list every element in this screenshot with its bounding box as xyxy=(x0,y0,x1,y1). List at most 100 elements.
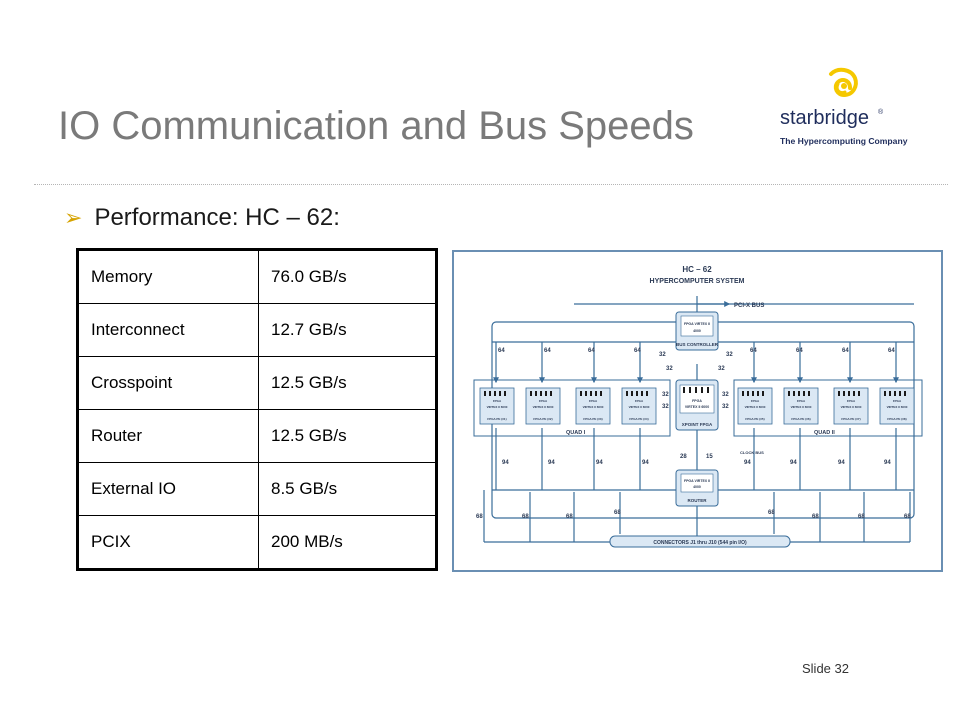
pe-chip-label: FPGA xyxy=(589,399,598,403)
bullet-text: Performance: HC – 62: xyxy=(94,204,340,231)
component-cell: External IO xyxy=(77,462,259,516)
bus-width-32: 32 xyxy=(659,352,666,358)
pe-chip-label: FPGA xyxy=(635,399,644,403)
bus-width-94: 94 xyxy=(548,460,555,466)
pe-label: FPGA PE (#6) xyxy=(791,417,810,421)
pe-label: FPGA PE (#2) xyxy=(533,417,552,421)
diagram-title-line1: HC – 62 xyxy=(682,265,712,274)
pe-chip-sub: VIRTEX II 6000 xyxy=(887,405,908,409)
pe-box xyxy=(621,387,657,425)
pe-label: FPGA PE (#3) xyxy=(583,417,602,421)
slide-title: IO Communication and Bus Speeds xyxy=(58,104,694,148)
logo-wordmark: starbridge xyxy=(780,107,869,129)
pe-label: FPGA PE (#5) xyxy=(745,417,764,421)
pe-chip-sub: VIRTEX II 6000 xyxy=(791,405,812,409)
pe-label: FPGA PE (#7) xyxy=(841,417,860,421)
bus-width-68: 68 xyxy=(566,514,573,520)
component-cell: PCIX xyxy=(77,515,259,570)
speed-cell: 12.7 GB/s xyxy=(258,303,437,357)
clock-bus-label: CLOCK BUS xyxy=(740,450,764,455)
pe-box xyxy=(833,387,869,425)
bus-width-94: 94 xyxy=(596,460,603,466)
slide-number: Slide 32 xyxy=(802,661,849,676)
pe-chip-label: FPGA xyxy=(847,399,856,403)
bullet-performance: ➢ Performance: HC – 62: xyxy=(64,204,340,232)
bus-width-32: 32 xyxy=(722,404,729,410)
swirl-icon xyxy=(829,67,858,98)
quad-1-label: QUAD I xyxy=(566,430,586,436)
bus-width-32: 32 xyxy=(722,392,729,398)
bus-width-32: 32 xyxy=(666,366,673,372)
pe-chip-sub: VIRTEX II 6000 xyxy=(629,405,650,409)
connectors-label: CONNECTORS J1 thru J10 (544 pin I/O) xyxy=(653,540,747,546)
bus-controller-label: BUS CONTROLLER xyxy=(676,342,719,347)
component-cell: Interconnect xyxy=(77,303,259,357)
xpoint-fpga-label: XPOINT FPGA xyxy=(682,422,713,427)
pe-chip-label: FPGA xyxy=(893,399,902,403)
pe-chip-sub: VIRTEX II 6000 xyxy=(583,405,604,409)
pe-chip-sub: VIRTEX II 6000 xyxy=(533,405,554,409)
bus-width-32: 32 xyxy=(726,352,733,358)
diagram-title-line2: HYPERCOMPUTER SYSTEM xyxy=(650,278,745,285)
title-divider xyxy=(34,184,948,185)
pe-chip-sub: VIRTEX II 6000 xyxy=(841,405,862,409)
bus-width-15: 15 xyxy=(706,454,713,460)
bus-controller-chip-label: FPGA VIRTEX II xyxy=(684,322,710,326)
bus-width-64: 64 xyxy=(842,348,849,354)
pe-chip-label: FPGA xyxy=(797,399,806,403)
bus-width-64: 64 xyxy=(796,348,803,354)
bus-width-94: 94 xyxy=(502,460,509,466)
pe-group: FPGA FPGA FPGA FPGA FPGA FPGA FPGA FPGA … xyxy=(479,387,915,425)
speed-cell: 8.5 GB/s xyxy=(258,462,437,516)
pe-chip-label: FPGA xyxy=(539,399,548,403)
bus-width-64: 64 xyxy=(750,348,757,354)
hypercomputer-diagram: HC – 62 HYPERCOMPUTER SYSTEM xyxy=(452,250,943,572)
bus-width-94: 94 xyxy=(838,460,845,466)
pe-chip-sub: VIRTEX II 6000 xyxy=(487,405,508,409)
xpoint-chip-sub: VIRTEX II 6000 xyxy=(685,405,709,409)
bus-width-68: 68 xyxy=(476,514,483,520)
component-cell: Memory xyxy=(77,249,259,304)
speed-cell: 200 MB/s xyxy=(258,515,437,570)
pe-chip-label: FPGA xyxy=(493,399,502,403)
quad-2-label: QUAD II xyxy=(814,430,835,436)
bus-width-94: 94 xyxy=(790,460,797,466)
bus-width-32: 32 xyxy=(662,392,669,398)
logo-trademark: ® xyxy=(878,108,884,116)
bus-width-64: 64 xyxy=(544,348,551,354)
bus-width-64: 64 xyxy=(588,348,595,354)
xpoint-chip-label: FPGA xyxy=(692,399,702,403)
bus-width-68: 68 xyxy=(904,514,911,520)
bus-width-94: 94 xyxy=(884,460,891,466)
bus-width-68: 68 xyxy=(522,514,529,520)
bus-width-64: 64 xyxy=(634,348,641,354)
bus-width-32: 32 xyxy=(718,366,725,372)
pe-label: FPGA PE (#4) xyxy=(629,417,648,421)
bus-width-68: 68 xyxy=(812,514,819,520)
starbridge-logo-mark: starbridge ® The Hypercomputing Company xyxy=(780,67,908,146)
bus-width-32: 32 xyxy=(662,404,669,410)
connectors-bar xyxy=(609,535,791,548)
bus-width-68: 68 xyxy=(858,514,865,520)
speed-cell: 12.5 GB/s xyxy=(258,409,437,463)
component-cell: Router xyxy=(77,409,259,463)
diagram-svg: HC – 62 HYPERCOMPUTER SYSTEM xyxy=(473,265,923,548)
bus-width-64: 64 xyxy=(888,348,895,354)
pe-chip-sub: VIRTEX II 6000 xyxy=(745,405,766,409)
bus-width-94: 94 xyxy=(642,460,649,466)
bus-width-68: 68 xyxy=(768,510,775,516)
pcix-bus-label: PCI-X BUS xyxy=(734,303,764,309)
pe-label: FPGA PE (#1) xyxy=(487,417,506,421)
bus-width-68: 68 xyxy=(614,510,621,516)
component-cell: Crosspoint xyxy=(77,356,259,410)
router-label: ROUTER xyxy=(688,498,708,503)
speed-cell: 76.0 GB/s xyxy=(258,249,437,304)
arrow-bullet-icon: ➢ xyxy=(64,205,83,231)
bus-controller-chip-sub: 4000 xyxy=(693,329,701,333)
